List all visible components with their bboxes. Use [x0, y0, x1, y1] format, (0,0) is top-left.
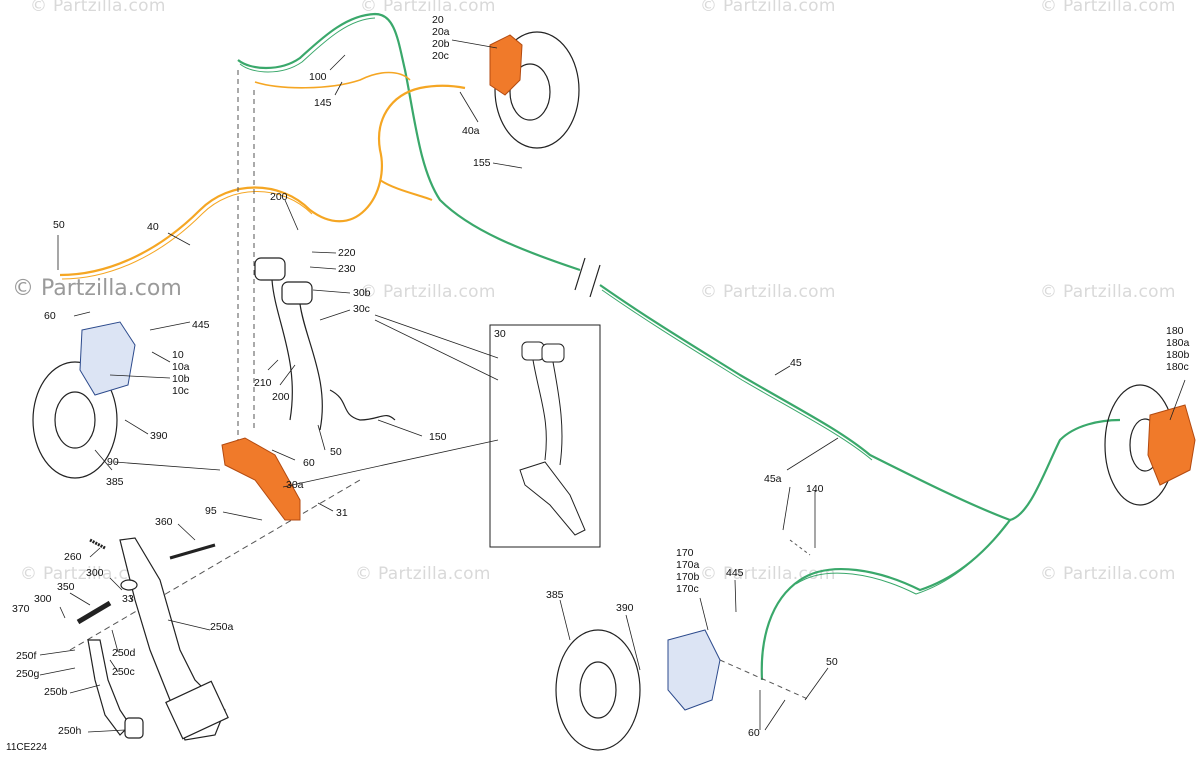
spring-260 — [89, 538, 106, 550]
label-40a-top: 40a — [462, 125, 480, 137]
label-150: 150 — [429, 431, 447, 443]
label-180-group: 180 180a 180b 180c — [1166, 325, 1190, 373]
label-200-mid: 200 — [272, 391, 290, 403]
label-250d: 250d — [112, 647, 136, 659]
orange-brake-line-40 — [59, 84, 466, 277]
green-brake-line-main — [599, 284, 1121, 522]
watermark: © Partzilla.com — [700, 282, 836, 302]
green-brake-line-top-inner — [239, 17, 376, 73]
sensor-wire — [329, 389, 396, 421]
label-250a: 250a — [210, 621, 234, 633]
inset-master-cylinder — [519, 341, 586, 536]
watermark: © Partzilla.com — [20, 564, 156, 584]
dashed-guide — [69, 479, 361, 651]
pedal-assembly — [87, 537, 229, 741]
label-250f: 250f — [16, 650, 37, 662]
label-50-mid: 50 — [330, 446, 342, 458]
label-60-mid: 60 — [303, 457, 315, 469]
reservoir-hose — [271, 279, 323, 431]
watermark: © Partzilla.com — [1040, 0, 1176, 16]
label-445-right: 445 — [726, 567, 744, 579]
label-60-right: 60 — [748, 727, 760, 739]
label-370: 370 — [12, 603, 30, 615]
orange-brake-line-40-inner — [61, 191, 313, 280]
label-390-right: 390 — [616, 602, 634, 614]
label-33: 33 — [122, 593, 134, 605]
watermark: © Partzilla.com — [360, 0, 496, 16]
label-385-left: 385 — [106, 476, 124, 488]
front-left-caliper — [79, 321, 136, 396]
green-brake-line-top — [237, 12, 581, 272]
label-210: 210 — [254, 377, 272, 389]
watermark-main: © Partzilla.com — [12, 276, 182, 301]
green-brake-line-rear — [760, 519, 1011, 681]
label-300-a: 300 — [86, 567, 104, 579]
label-390-left: 390 — [150, 430, 168, 442]
label-140: 140 — [806, 483, 824, 495]
label-10-group: 10 10a 10b 10c — [172, 349, 190, 397]
label-260: 260 — [64, 551, 82, 563]
label-385-right: 385 — [546, 589, 564, 601]
label-250b: 250b — [44, 686, 68, 698]
watermark: © Partzilla.com — [30, 0, 166, 16]
label-145: 145 — [314, 97, 332, 109]
label-95: 95 — [205, 505, 217, 517]
label-45: 45 — [790, 357, 802, 369]
label-90: 90 — [107, 456, 119, 468]
label-50-right: 50 — [826, 656, 838, 668]
label-300-b: 300 — [34, 593, 52, 605]
label-30c: 30c — [353, 303, 370, 315]
label-45a: 45a — [764, 473, 782, 485]
label-31: 31 — [336, 507, 348, 519]
line-break-symbol — [574, 257, 601, 298]
orange-brake-line-top — [254, 71, 411, 89]
orange-brake-line-branch — [379, 179, 433, 201]
inset-box — [489, 324, 601, 548]
label-250h: 250h — [58, 725, 82, 737]
leader-lines — [39, 39, 1186, 733]
label-50-left: 50 — [53, 219, 65, 231]
watermark: © Partzilla.com — [360, 282, 496, 302]
pin-350 — [76, 600, 112, 625]
label-250c: 250c — [112, 666, 135, 678]
label-30a: 30a — [286, 479, 304, 491]
pivot-rod — [169, 543, 216, 560]
rear-right-caliper — [1147, 404, 1196, 486]
label-445-left: 445 — [192, 319, 210, 331]
rear-left-disc — [555, 629, 641, 751]
watermark: © Partzilla.com — [1040, 282, 1176, 302]
dashed-guide — [789, 539, 811, 556]
label-220: 220 — [338, 247, 356, 259]
label-360: 360 — [155, 516, 173, 528]
label-100: 100 — [309, 71, 327, 83]
label-30b: 30b — [353, 287, 371, 299]
label-170-group: 170 170a 170b 170c — [676, 547, 700, 595]
watermark: © Partzilla.com — [1040, 564, 1176, 584]
watermark: © Partzilla.com — [700, 0, 836, 16]
label-230: 230 — [338, 263, 356, 275]
label-60-left: 60 — [44, 310, 56, 322]
label-350: 350 — [57, 581, 75, 593]
front-right-caliper — [489, 34, 523, 96]
label-20-group: 20 20a 20b 20c — [432, 14, 450, 62]
front-left-disc — [32, 361, 118, 479]
green-brake-line-rear-inner — [795, 523, 1007, 595]
watermark: © Partzilla.com — [355, 564, 491, 584]
label-200-top: 200 — [270, 191, 288, 203]
reservoirs — [254, 257, 313, 305]
green-brake-line-main-inner — [601, 289, 873, 461]
label-250g: 250g — [16, 668, 40, 680]
front-right-disc — [494, 31, 580, 149]
diagram-code: 11CE224 — [6, 742, 47, 753]
label-155: 155 — [473, 157, 491, 169]
dashed-guide — [719, 659, 811, 701]
label-40: 40 — [147, 221, 159, 233]
rear-left-caliper — [667, 629, 721, 711]
label-30-box: 30 — [494, 328, 506, 340]
master-cylinder — [221, 437, 301, 521]
